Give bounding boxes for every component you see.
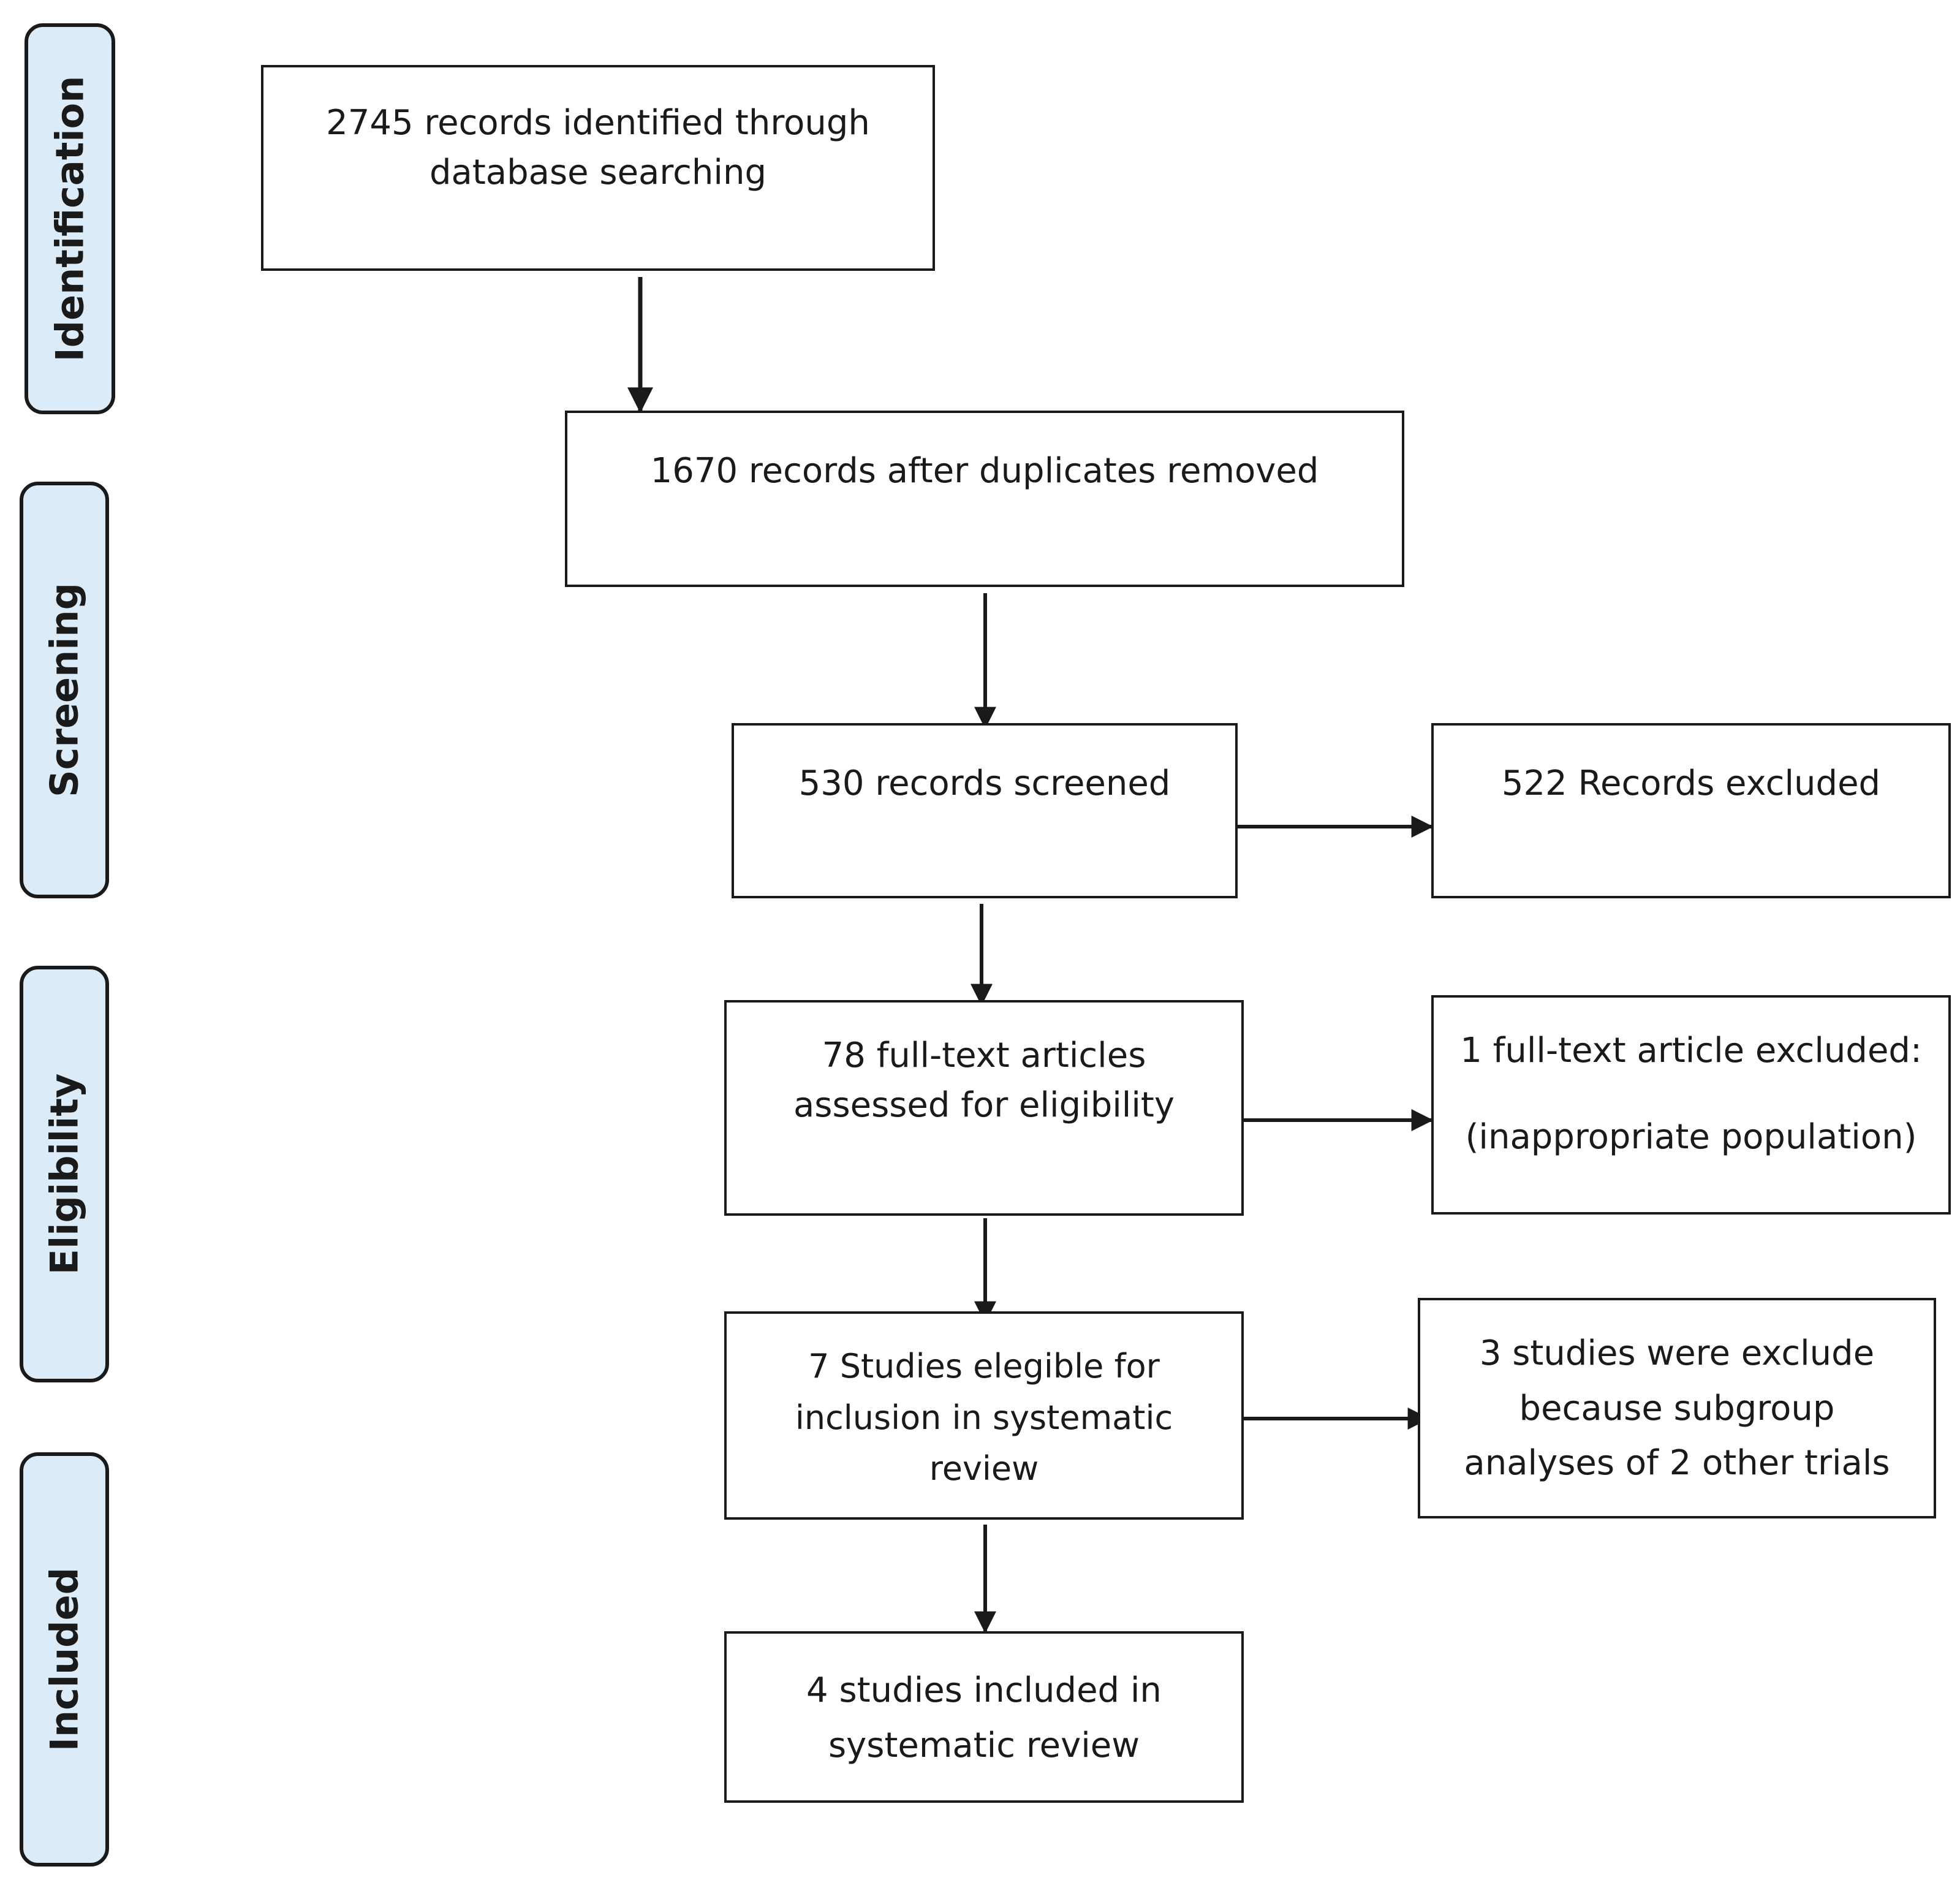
box-line: systematic review (828, 1725, 1140, 1765)
box-line: (inappropriate population) (1465, 1117, 1917, 1158)
box-studies-excluded: 3 studies were exclude because subgroup … (1418, 1298, 1936, 1518)
box-line: 522 Records excluded (1501, 764, 1881, 803)
phase-included: Included (20, 1452, 109, 1867)
box-records-screened: 530 records screened (732, 723, 1238, 898)
box-line: 1670 records after duplicates removed (650, 451, 1319, 491)
box-line: assessed for eligibility (793, 1085, 1175, 1126)
box-studies-included: 4 studies included in systematic review (724, 1631, 1244, 1803)
phase-screening: Screening (20, 482, 109, 898)
box-line: analyses of 2 other trials (1464, 1443, 1890, 1484)
box-line: 3 studies were exclude (1479, 1333, 1875, 1373)
box-records-identified: 2745 records identified through database… (261, 65, 935, 271)
box-line: inclusion in systematic (795, 1398, 1173, 1437)
box-eligible-studies: 7 Studies elegible for inclusion in syst… (724, 1311, 1244, 1520)
box-line: 530 records screened (798, 764, 1171, 803)
box-fulltext-assessed: 78 full-text articles assessed for eligi… (724, 1000, 1244, 1216)
box-line: 1 full-text article excluded: (1460, 1031, 1922, 1071)
box-line: because subgroup (1519, 1388, 1835, 1428)
box-line: review (929, 1449, 1039, 1488)
box-line: 78 full-text articles (822, 1036, 1146, 1075)
box-line: 4 studies included in (806, 1670, 1162, 1710)
box-records-deduplicated: 1670 records after duplicates removed (565, 411, 1404, 587)
phase-identification: Identification (25, 23, 115, 414)
box-line: 7 Studies elegible for (808, 1347, 1160, 1385)
box-records-excluded: 522 Records excluded (1431, 723, 1951, 898)
box-line: database searching (429, 153, 767, 193)
box-fulltext-excluded: 1 full-text article excluded: (inappropr… (1431, 995, 1951, 1215)
box-line: 2745 records identified through (326, 103, 870, 143)
phase-eligibility: Eligibility (20, 966, 109, 1382)
